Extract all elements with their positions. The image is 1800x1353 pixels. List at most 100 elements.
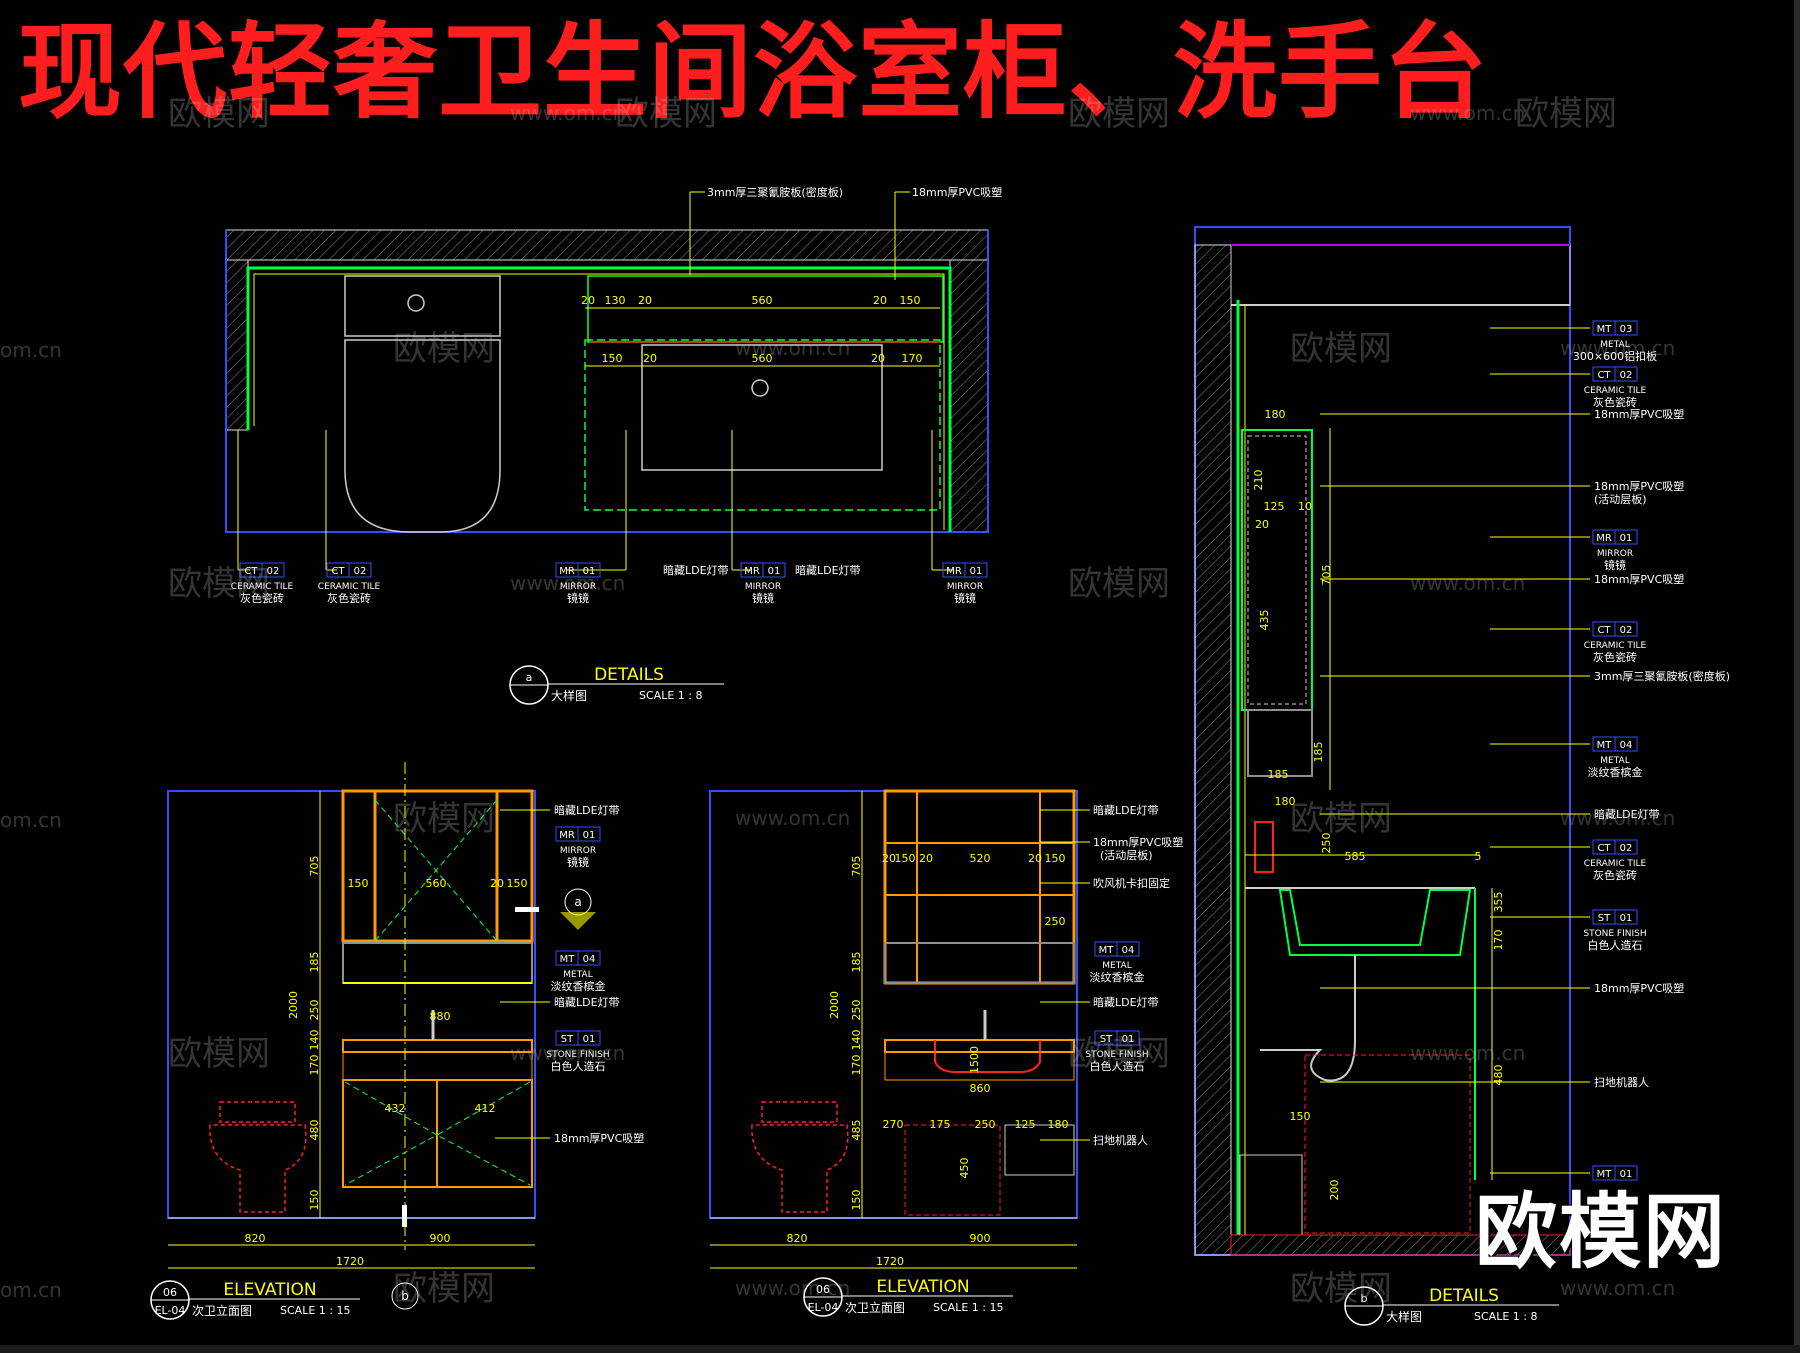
dimension-text: 820 (245, 1232, 266, 1245)
tag-material-cn: 白色人造石 (1588, 938, 1643, 952)
dimension-text: 705 (1320, 565, 1333, 586)
detail-a-green-finish (246, 266, 952, 532)
detail-b-metal-shelf (1247, 709, 1313, 777)
tag-number: 01 (583, 566, 596, 577)
tag-number: 02 (1620, 843, 1633, 854)
tag-material-cn: 白色人造石 (1090, 1059, 1145, 1073)
label-sheet: EL-04 (155, 1304, 186, 1317)
watermark-site: www.om.cn (735, 806, 850, 830)
tag-code: CT (244, 566, 258, 577)
tag-material-cn: 灰色瓷砖 (1593, 868, 1637, 882)
dimension-text: 150 (1045, 852, 1066, 865)
section-marker-a: a (515, 888, 596, 930)
tag-number: 02 (1620, 625, 1633, 636)
detail-b-ceiling (1230, 244, 1571, 306)
dimension-text: 20 (1028, 852, 1042, 865)
tag-material-en: METAL (1600, 340, 1629, 350)
label-cn: 大样图 (1386, 1309, 1422, 1324)
watermark-site: www.om.cn (1410, 1041, 1525, 1065)
dimension-text: 180 (1275, 795, 1296, 808)
label-scale: SCALE 1 : 8 (639, 689, 702, 702)
detail-a-wall-top (225, 229, 989, 261)
dimension-text: 185 (1268, 768, 1289, 781)
dimension-text: 480 (308, 1120, 321, 1141)
watermark-edge: om.cn (0, 1278, 62, 1302)
dimension-text: 20 (873, 294, 887, 307)
tag-material-cn: 灰色瓷砖 (327, 591, 371, 605)
elev1-room (167, 790, 536, 1219)
watermark-site: www.om.cn (1560, 336, 1675, 360)
label-cn: 次卫立面图 (845, 1300, 905, 1315)
watermark-site: www.om.cn (735, 336, 850, 360)
detail-b-basin (1278, 889, 1472, 956)
tag-material-cn: 镜镜 (567, 855, 589, 869)
elev1-metal-shelf (342, 942, 533, 984)
detail-a-callouts: 3mm厚三聚氰胺板(密度板)18mm厚PVC吸塑暗藏LDE灯带暗藏LDE灯带 (663, 185, 1002, 577)
page-title: 现代轻奢卫生间浴室柜、洗手台 (18, 11, 1489, 133)
elev1-counter (342, 1039, 533, 1053)
detail-b-wall (1194, 244, 1232, 1256)
elev2-robot-bay (904, 1124, 1001, 1216)
detail-a-wall-outline (225, 230, 989, 533)
dimension-text: 270 (883, 1118, 904, 1131)
tag-material-en: METAL (563, 970, 592, 980)
dimension-text: 170 (308, 1055, 321, 1076)
tag-material-cn: 镜镜 (752, 591, 774, 605)
vanity-plan (584, 275, 944, 511)
dimension-text: 485 (850, 1120, 863, 1141)
watermarks: 欧模网欧模网欧模网欧模网欧模网欧模网欧模网欧模网欧模网欧模网欧模网欧模网欧模网欧… (0, 94, 1675, 1309)
dimension-text: 900 (430, 1232, 451, 1245)
callout-text: 暗藏LDE灯带 (663, 563, 729, 577)
tag-code: MT (1597, 1169, 1613, 1180)
watermark-brand: 欧模网 (393, 329, 495, 369)
callout-text: (活动层板) (1100, 848, 1153, 862)
dimension-text: 880 (430, 1010, 451, 1023)
dimension-text: 150 (308, 1190, 321, 1211)
tag-material-cn: 灰色瓷砖 (240, 591, 284, 605)
tag-code: MR (559, 566, 575, 577)
tag-material-cn: 镜镜 (1604, 558, 1626, 572)
dimension-text: 185 (850, 952, 863, 973)
dimension-text: 2000 (287, 991, 300, 1019)
detail-b-faucet (1254, 821, 1274, 873)
section-letter: b (401, 1289, 409, 1303)
label-id: a (526, 671, 533, 684)
toilet-plan (344, 275, 501, 533)
dimension-text: 20 (581, 294, 595, 307)
watermark-brand: 欧模网 (1290, 329, 1392, 369)
tag-code: CT (1597, 843, 1611, 854)
dimension-text: 560 (752, 352, 773, 365)
dimension-text: 2000 (828, 991, 841, 1019)
watermark-brand: 欧模网 (1068, 564, 1170, 604)
dimension-text: 150 (895, 852, 916, 865)
tag-material-en: METAL (1102, 961, 1131, 971)
dimension-text: 180 (1048, 1118, 1069, 1131)
tag-code: MR (946, 566, 962, 577)
callout-text: 暗藏LDE灯带 (554, 803, 620, 817)
callout-text: 扫地机器人 (1594, 1075, 1649, 1089)
tag-number: 03 (1620, 324, 1633, 335)
watermark-edge: om.cn (0, 808, 62, 832)
tag-material-en: CERAMIC TILE (318, 582, 381, 592)
dimension-text: 450 (958, 1158, 971, 1179)
watermark-brand: 欧模网 (393, 799, 495, 839)
watermark-site: www.om.cn (510, 1041, 625, 1065)
dimension-text: 1720 (336, 1255, 364, 1268)
watermark-brand: 欧模网 (1068, 1034, 1170, 1074)
dimension-text: 412 (475, 1102, 496, 1115)
dimension-text: 1500 (968, 1046, 981, 1074)
dimension-text: 170 (1492, 930, 1505, 951)
dimension-text: 150 (1290, 1110, 1311, 1123)
tag-code: CT (331, 566, 345, 577)
